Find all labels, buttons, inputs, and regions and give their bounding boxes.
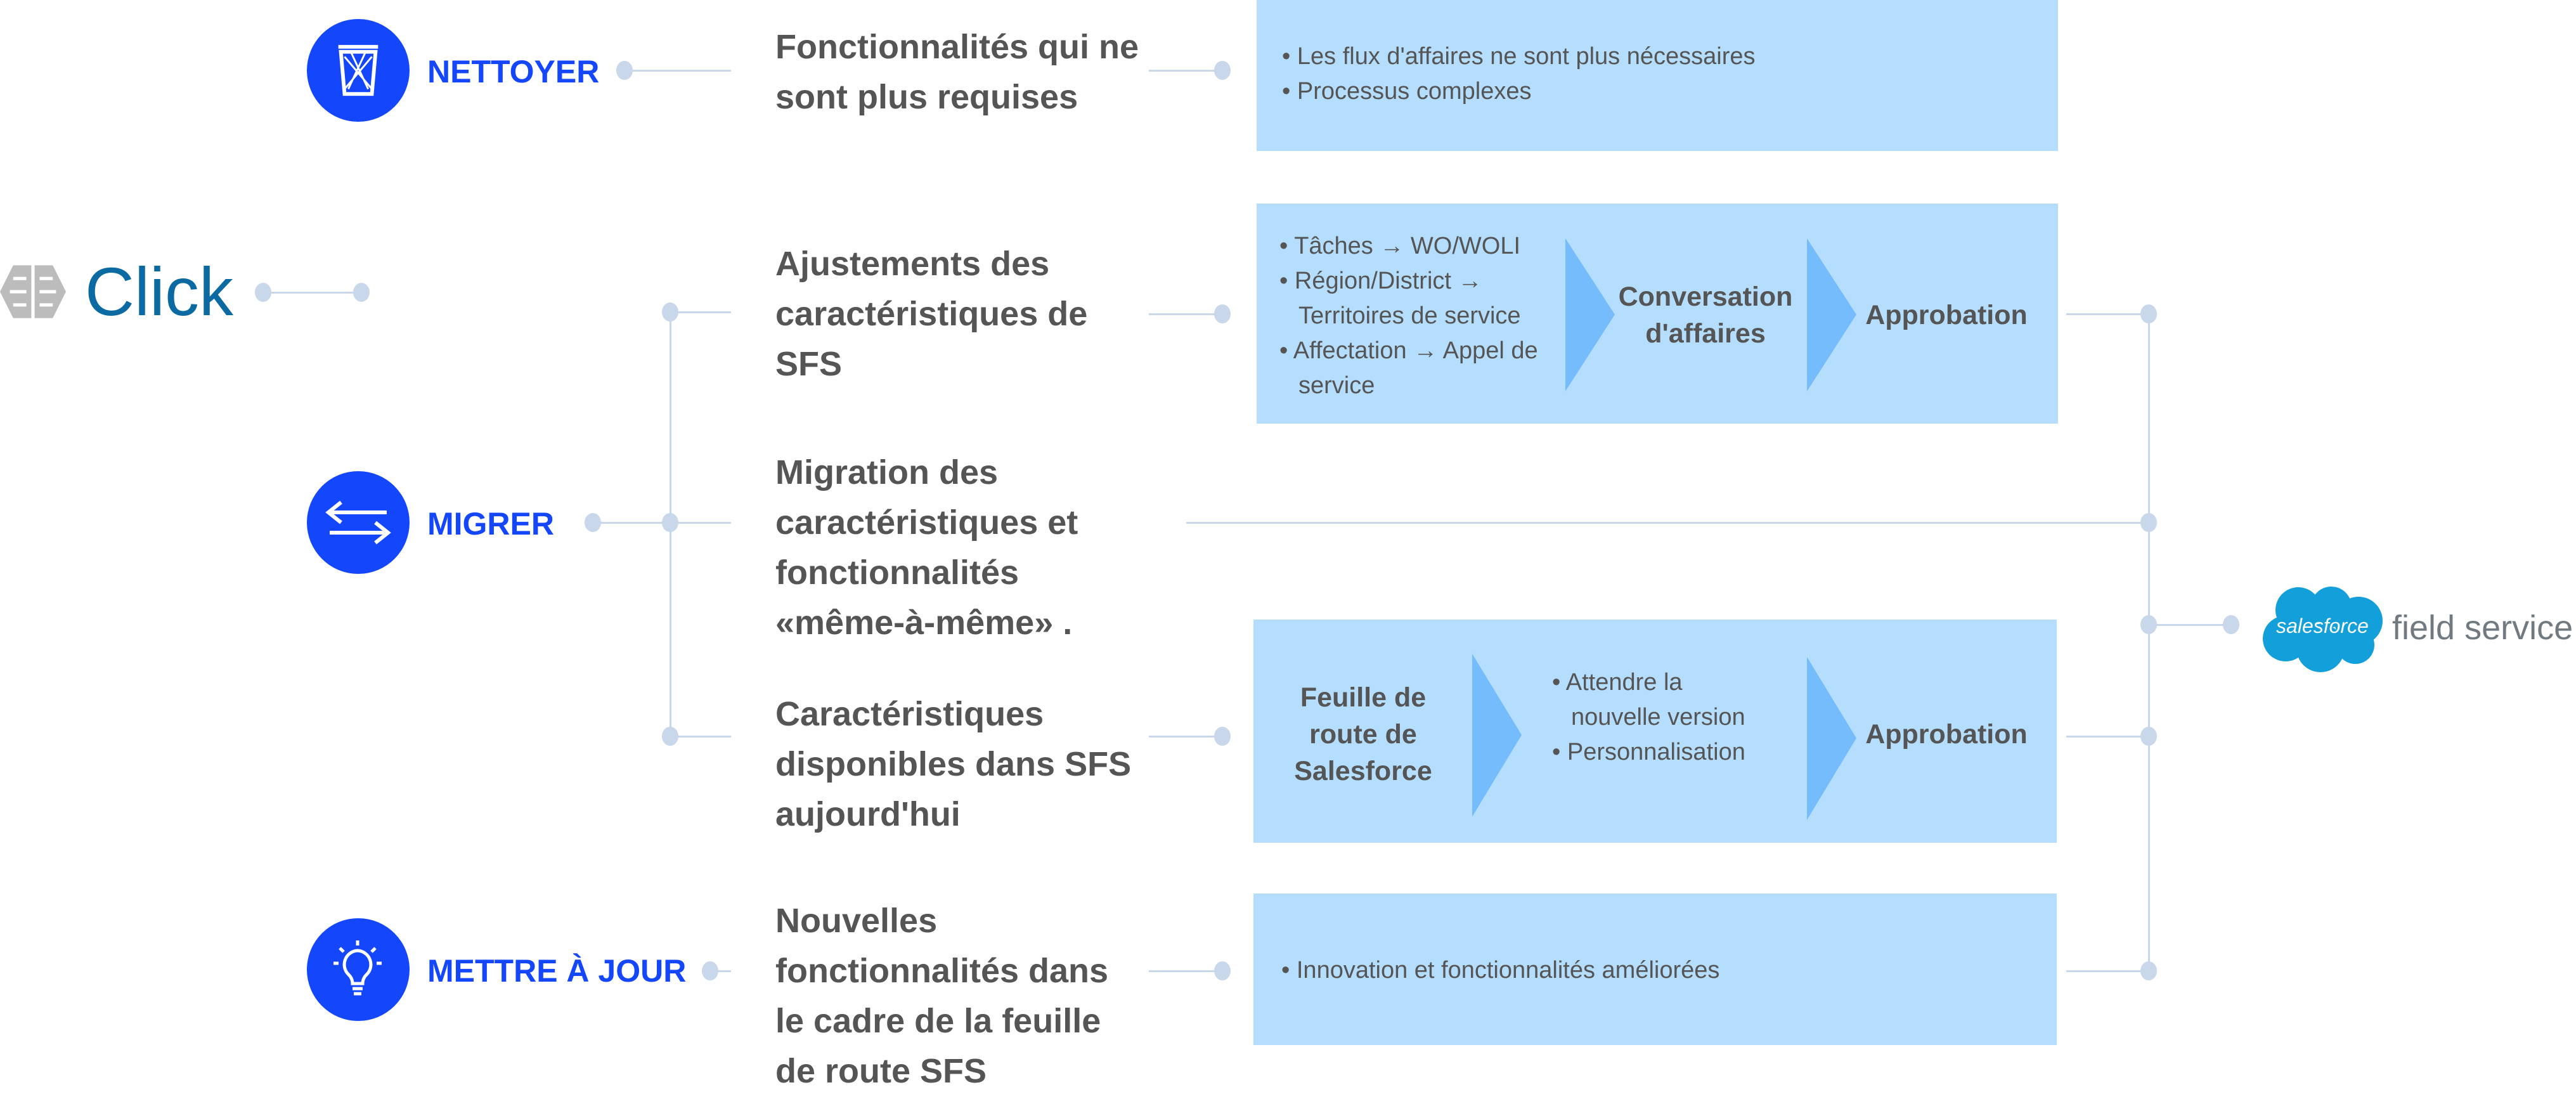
row-title: Nouvelles fonctionnalités dans le cadre … xyxy=(775,902,1109,1090)
connector-line xyxy=(2066,970,2149,972)
trunk-line xyxy=(2148,314,2150,971)
connector-line xyxy=(2066,736,2149,738)
click-logo: Click xyxy=(0,254,233,330)
brain-icon xyxy=(0,265,66,318)
step-approbation: Approbation xyxy=(1865,719,2028,750)
click-logo-text: Click xyxy=(85,253,233,330)
bullet-item: Innovation et fonctionnalités améliorées xyxy=(1281,953,1720,988)
stage-mettre-a-jour: METTRE À JOUR xyxy=(427,953,687,989)
field-service-text: field service xyxy=(2392,609,2573,647)
chevron-arrow-icon xyxy=(1807,238,1856,391)
connector-line xyxy=(625,70,731,72)
mettre-a-jour-icon-circle xyxy=(307,918,410,1021)
box-caracteristiques: Feuille de route de Salesforce Attendre … xyxy=(1253,620,2057,843)
row-title: Ajustements des caractéristiques de SFS xyxy=(775,245,1088,383)
connector-dot xyxy=(2140,961,2157,980)
connector-line xyxy=(710,970,731,972)
connector-line xyxy=(263,292,361,294)
bullet-list: Attendre la nouvelle version Personnalis… xyxy=(1552,665,1768,770)
trash-icon xyxy=(338,44,379,96)
bullet-item: Région/District → Territoires de service xyxy=(1279,264,1565,334)
bullet-item: Attendre la nouvelle version xyxy=(1552,665,1768,735)
connector-dot xyxy=(1214,61,1231,80)
connector-dot xyxy=(1214,304,1231,323)
connector-line xyxy=(1149,70,1222,72)
connector-dot xyxy=(2223,615,2239,634)
bullet-item: Personnalisation xyxy=(1552,735,1768,770)
connector-line xyxy=(670,736,731,738)
salesforce-field-service-logo: salesforce field service xyxy=(2260,580,2573,675)
bullet-list: Tâches → WO/WOLI Région/District → Terri… xyxy=(1279,229,1565,403)
connector-dot xyxy=(1214,727,1231,746)
step-approbation: Approbation xyxy=(1865,300,2028,330)
stage-migrer: MIGRER xyxy=(427,506,554,542)
connector-line xyxy=(1149,736,1222,738)
step-conversation: Conversation d'affaires xyxy=(1618,282,1793,349)
migrer-icon-circle xyxy=(307,471,410,574)
chevron-arrow-icon xyxy=(1472,654,1522,817)
chevron-arrow-icon xyxy=(1565,238,1615,391)
salesforce-cloud-icon: salesforce xyxy=(2260,582,2385,674)
connector-line xyxy=(1186,522,2149,524)
connector-dot xyxy=(2140,727,2157,746)
row-title: Caractéristiques disponibles dans SFS au… xyxy=(775,695,1132,833)
box-mettre-a-jour: Innovation et fonctionnalités améliorées xyxy=(1253,894,2057,1045)
chevron-arrow-icon xyxy=(1807,657,1856,820)
connector-dot xyxy=(2140,513,2157,532)
lightbulb-icon xyxy=(333,940,382,996)
nettoyer-icon-circle xyxy=(307,19,410,122)
step-feuille-de-route: Feuille de route de Salesforce xyxy=(1294,682,1432,786)
box-nettoyer: Les flux d'affaires ne sont plus nécessa… xyxy=(1257,0,2058,151)
connector-dot xyxy=(662,513,678,532)
bullet-list: Innovation et fonctionnalités améliorées xyxy=(1281,953,1720,988)
connector-dot xyxy=(353,283,370,302)
connector-line xyxy=(2066,313,2149,315)
connector-dot xyxy=(1214,961,1231,980)
connector-line xyxy=(2149,624,2231,626)
bullet-list: Les flux d'affaires ne sont plus nécessa… xyxy=(1282,39,1756,109)
connector-line xyxy=(1149,313,1222,315)
row-title: Migration des caractéristiques et foncti… xyxy=(775,453,1078,642)
connector-dot xyxy=(2140,304,2157,323)
swap-arrows-icon xyxy=(325,500,391,545)
bullet-item: Les flux d'affaires ne sont plus nécessa… xyxy=(1282,39,1756,74)
row-title: Fonctionnalités qui ne sont plus requise… xyxy=(775,28,1139,116)
box-ajustements: Tâches → WO/WOLI Région/District → Terri… xyxy=(1257,204,2058,424)
bullet-item: Affectation → Appel de service xyxy=(1279,334,1565,403)
bullet-item: Processus complexes xyxy=(1282,74,1756,109)
connector-line xyxy=(670,311,731,313)
stage-nettoyer: NETTOYER xyxy=(427,54,600,89)
bullet-item: Tâches → WO/WOLI xyxy=(1279,229,1565,264)
connector-line xyxy=(1149,970,1222,972)
salesforce-cloud-text: salesforce xyxy=(2276,614,2369,637)
